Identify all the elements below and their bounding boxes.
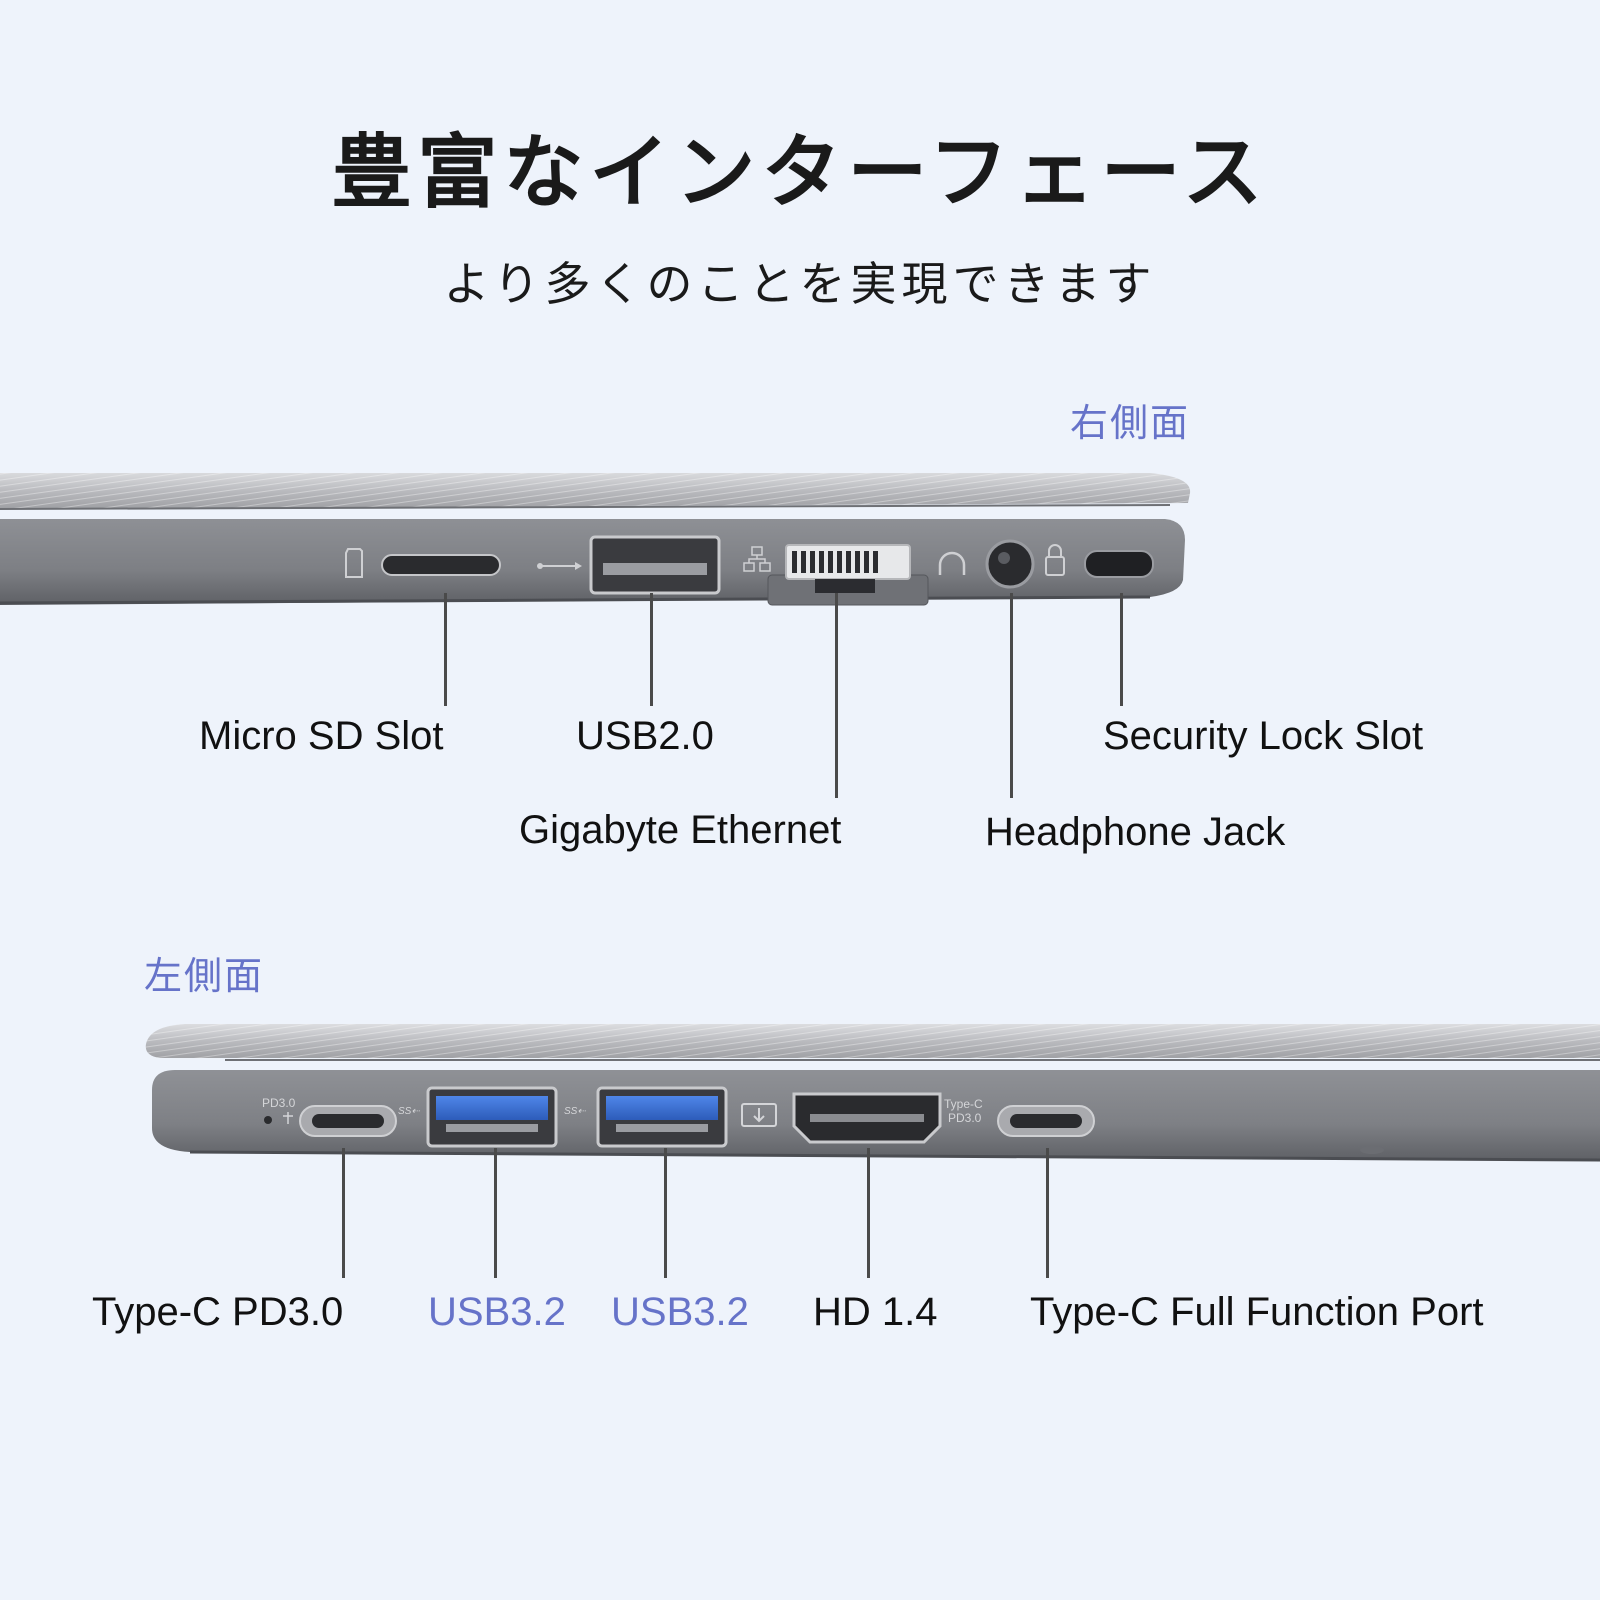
leader-line (444, 593, 447, 706)
lock-icon (1045, 544, 1065, 576)
micro-sd-icon (345, 548, 363, 578)
engraving-typec: Type-C (944, 1097, 983, 1111)
usb-icon (537, 562, 582, 570)
usb-c-icon (997, 1105, 1095, 1137)
hdmi-icon (792, 1092, 942, 1144)
leader-line (1120, 593, 1123, 706)
usb3-icon (426, 1086, 558, 1148)
engraving-ss: SS⇠ (564, 1106, 586, 1117)
leader-line (650, 593, 653, 706)
usb3-icon (596, 1086, 728, 1148)
usb-c-icon (299, 1105, 397, 1137)
engraving-pd: PD3.0 (262, 1096, 296, 1110)
page-title: 豊富なインターフェース (331, 126, 1269, 219)
laptop-right-side-view (0, 473, 1191, 606)
port-label-usb3-2: USB3.2 (611, 1290, 749, 1334)
port-label-usb3-1: USB3.2 (428, 1290, 566, 1334)
leader-line (664, 1148, 667, 1278)
leader-line (835, 593, 838, 798)
engraving-typec-pd: PD3.0 (948, 1111, 982, 1125)
port-label-micro-sd: Micro SD Slot (199, 714, 444, 758)
headphone-icon (938, 551, 966, 575)
port-label-ethernet: Gigabyte Ethernet (519, 808, 842, 852)
port-label-hdmi: HD 1.4 (813, 1290, 938, 1334)
power-icon (283, 1112, 293, 1124)
leader-line (867, 1148, 870, 1278)
engraving-ss: SS⇠ (398, 1106, 420, 1117)
laptop-left-side-view: PD3.0 SS⇠ SS⇠ Type-C PD3.0 (145, 1024, 1600, 1162)
port-label-usb2: USB2.0 (576, 714, 714, 758)
page-subtitle: より多くのことを実現できます (443, 257, 1157, 311)
port-label-security-lock: Security Lock Slot (1103, 714, 1424, 758)
leader-line (1010, 593, 1013, 798)
leader-line (494, 1148, 497, 1278)
right-side-label: 右側面 (1070, 401, 1191, 445)
leader-line (342, 1148, 345, 1278)
port-label-type-c-pd: Type-C PD3.0 (92, 1290, 344, 1334)
display-icon (741, 1103, 777, 1127)
left-side-label: 左側面 (144, 954, 265, 998)
ethernet-icon (743, 546, 771, 572)
port-label-headphone: Headphone Jack (985, 810, 1286, 854)
leader-line (1046, 1148, 1049, 1278)
port-label-type-c-full: Type-C Full Function Port (1030, 1290, 1484, 1334)
